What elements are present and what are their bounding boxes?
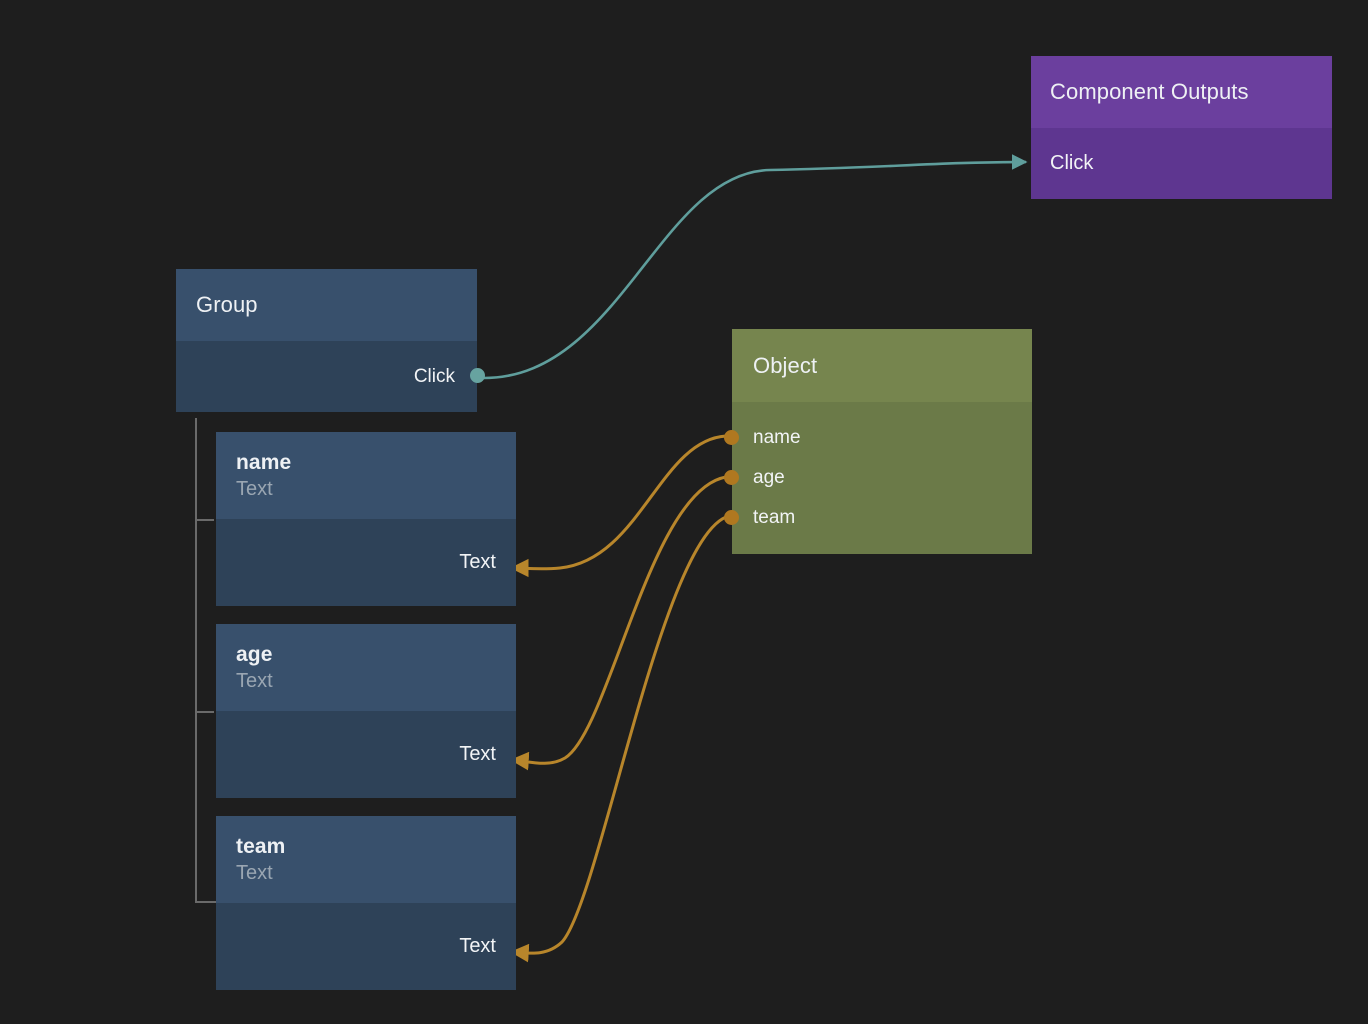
- object-input-team[interactable]: team: [724, 498, 1032, 538]
- node-name-header[interactable]: name Text: [216, 432, 516, 519]
- data-input-port-age[interactable]: [724, 470, 739, 485]
- node-team[interactable]: team Text Text: [216, 816, 516, 990]
- group-output-click[interactable]: Click: [176, 341, 485, 412]
- node-group-header[interactable]: Group: [176, 269, 477, 341]
- node-name-output-text[interactable]: Text: [216, 519, 516, 606]
- edge-object-name-to-name-text: [510, 434, 727, 578]
- node-name[interactable]: name Text Text: [216, 432, 516, 606]
- node-component-outputs[interactable]: Component Outputs Click: [1031, 56, 1332, 199]
- node-object[interactable]: Object name age team: [724, 329, 1032, 554]
- node-name-title: name: [236, 450, 292, 474]
- group-children-tree-rail: [195, 418, 216, 903]
- node-object-header[interactable]: Object: [732, 329, 1032, 402]
- node-group-title: Group: [196, 292, 258, 317]
- node-team-output-text[interactable]: Text: [216, 903, 516, 990]
- node-team-body: Text: [216, 903, 516, 990]
- node-component-outputs-title: Component Outputs: [1050, 79, 1249, 104]
- node-name-output-text-label: Text: [459, 551, 496, 573]
- node-age[interactable]: age Text Text: [216, 624, 516, 798]
- data-input-port-name[interactable]: [724, 430, 739, 445]
- node-age-body: Text: [216, 711, 516, 798]
- component-outputs-input-click-label: Click: [1050, 152, 1094, 174]
- event-output-port[interactable]: [470, 368, 485, 383]
- component-outputs-input-click[interactable]: Click: [1031, 128, 1332, 199]
- object-input-name-label: name: [753, 427, 801, 448]
- object-input-name[interactable]: name: [724, 418, 1032, 458]
- data-input-port-team[interactable]: [724, 510, 739, 525]
- node-name-subtitle: Text: [236, 477, 273, 500]
- node-object-body: name age team: [724, 402, 1032, 554]
- object-input-age-label: age: [753, 467, 785, 488]
- node-group[interactable]: Group Click: [176, 269, 485, 412]
- node-team-header[interactable]: team Text: [216, 816, 516, 903]
- node-age-subtitle: Text: [236, 669, 273, 692]
- node-age-title: age: [236, 642, 273, 666]
- node-team-subtitle: Text: [236, 861, 273, 884]
- object-input-team-label: team: [753, 507, 796, 528]
- edge-object-team-to-team-text: [510, 515, 727, 963]
- edge-object-age-to-age-text: [510, 475, 727, 771]
- object-input-age[interactable]: age: [724, 458, 1032, 498]
- node-age-header[interactable]: age Text: [216, 624, 516, 711]
- node-name-body: Text: [216, 519, 516, 606]
- node-group-body: Click: [176, 341, 485, 412]
- node-team-output-text-label: Text: [459, 935, 496, 957]
- node-age-output-text[interactable]: Text: [216, 711, 516, 798]
- node-component-outputs-header[interactable]: Component Outputs: [1031, 56, 1332, 128]
- node-component-outputs-body: Click: [1031, 128, 1332, 199]
- node-team-title: team: [236, 834, 286, 858]
- node-object-title: Object: [753, 352, 818, 378]
- group-output-click-label: Click: [413, 365, 455, 387]
- node-age-output-text-label: Text: [459, 743, 496, 765]
